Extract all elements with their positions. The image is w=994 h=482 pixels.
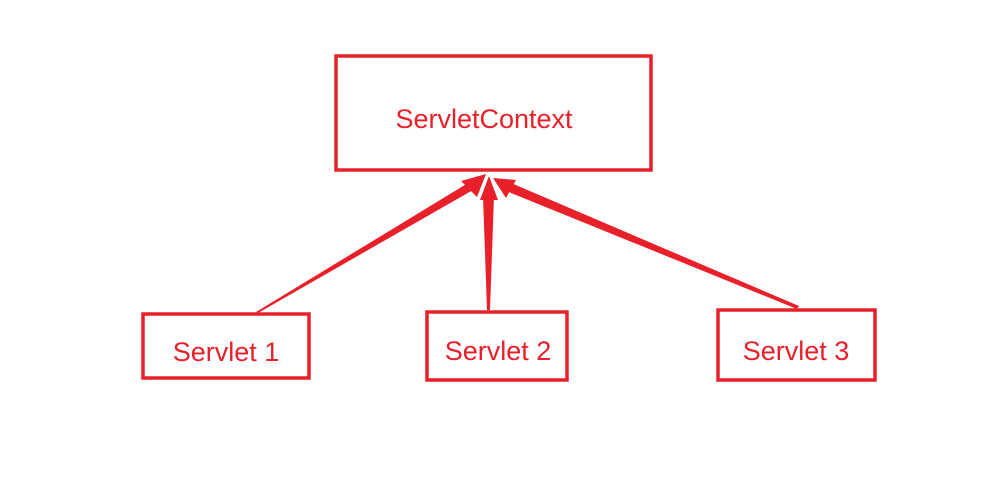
servlet-1-node: Servlet 1 xyxy=(141,312,311,380)
arrow-head xyxy=(480,176,498,200)
servlet-3-node: Servlet 3 xyxy=(716,308,877,382)
servlet-context-box xyxy=(334,54,653,172)
arrow-shaft xyxy=(483,196,494,310)
servlet-3-label: Servlet 3 xyxy=(743,336,850,366)
arrow-head xyxy=(461,174,486,197)
servlet-1-label: Servlet 1 xyxy=(173,337,280,367)
servlet-2-label: Servlet 2 xyxy=(445,336,552,366)
arrow-shaft xyxy=(506,183,799,309)
servlet-context-label: ServletContext xyxy=(395,104,573,134)
arrow-servlet-1-to-context xyxy=(256,174,486,313)
servlet-2-node: Servlet 2 xyxy=(425,310,569,382)
arrow-head xyxy=(493,178,516,198)
servlet-context-node: ServletContext xyxy=(334,54,653,172)
servlet-3-box xyxy=(716,308,877,382)
servlet-2-box xyxy=(425,310,569,382)
arrow-servlet-3-to-context xyxy=(493,178,799,309)
arrow-servlet-2-to-context xyxy=(480,176,498,310)
arrow-shaft xyxy=(256,183,473,313)
servlet-1-box xyxy=(141,312,311,380)
